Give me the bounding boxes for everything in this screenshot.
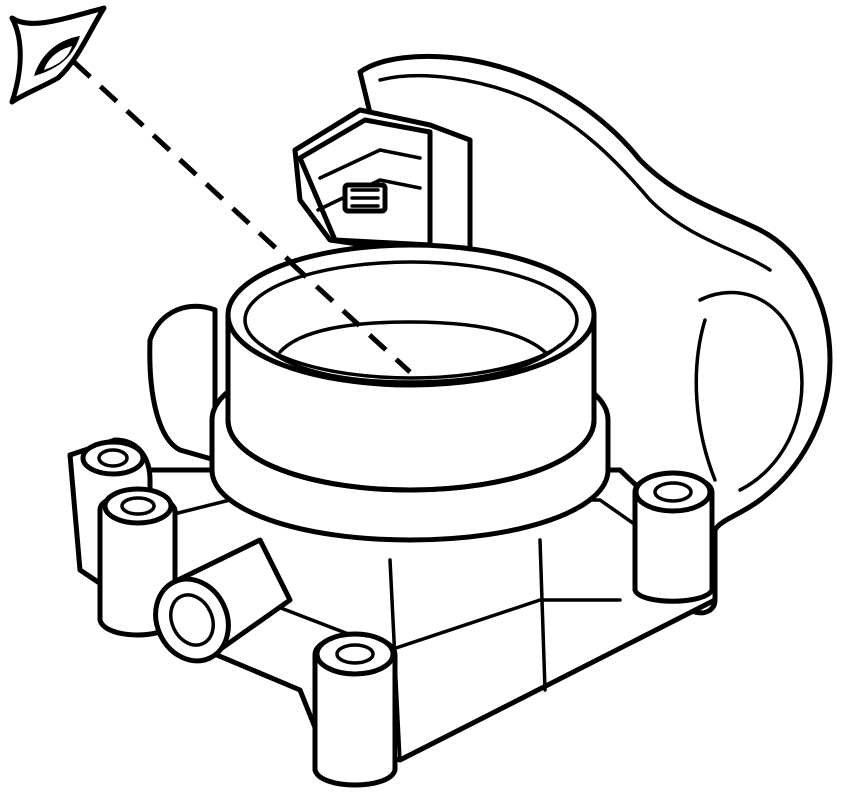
mounting-flange xyxy=(67,437,715,788)
mounting-boss-front xyxy=(312,631,398,788)
electrical-connector xyxy=(292,107,473,253)
coolant-port xyxy=(153,537,293,664)
line-of-sight-inner xyxy=(288,260,412,374)
mounting-boss-right xyxy=(632,470,715,604)
eye-icon xyxy=(9,5,107,105)
throttle-bore xyxy=(209,242,611,543)
